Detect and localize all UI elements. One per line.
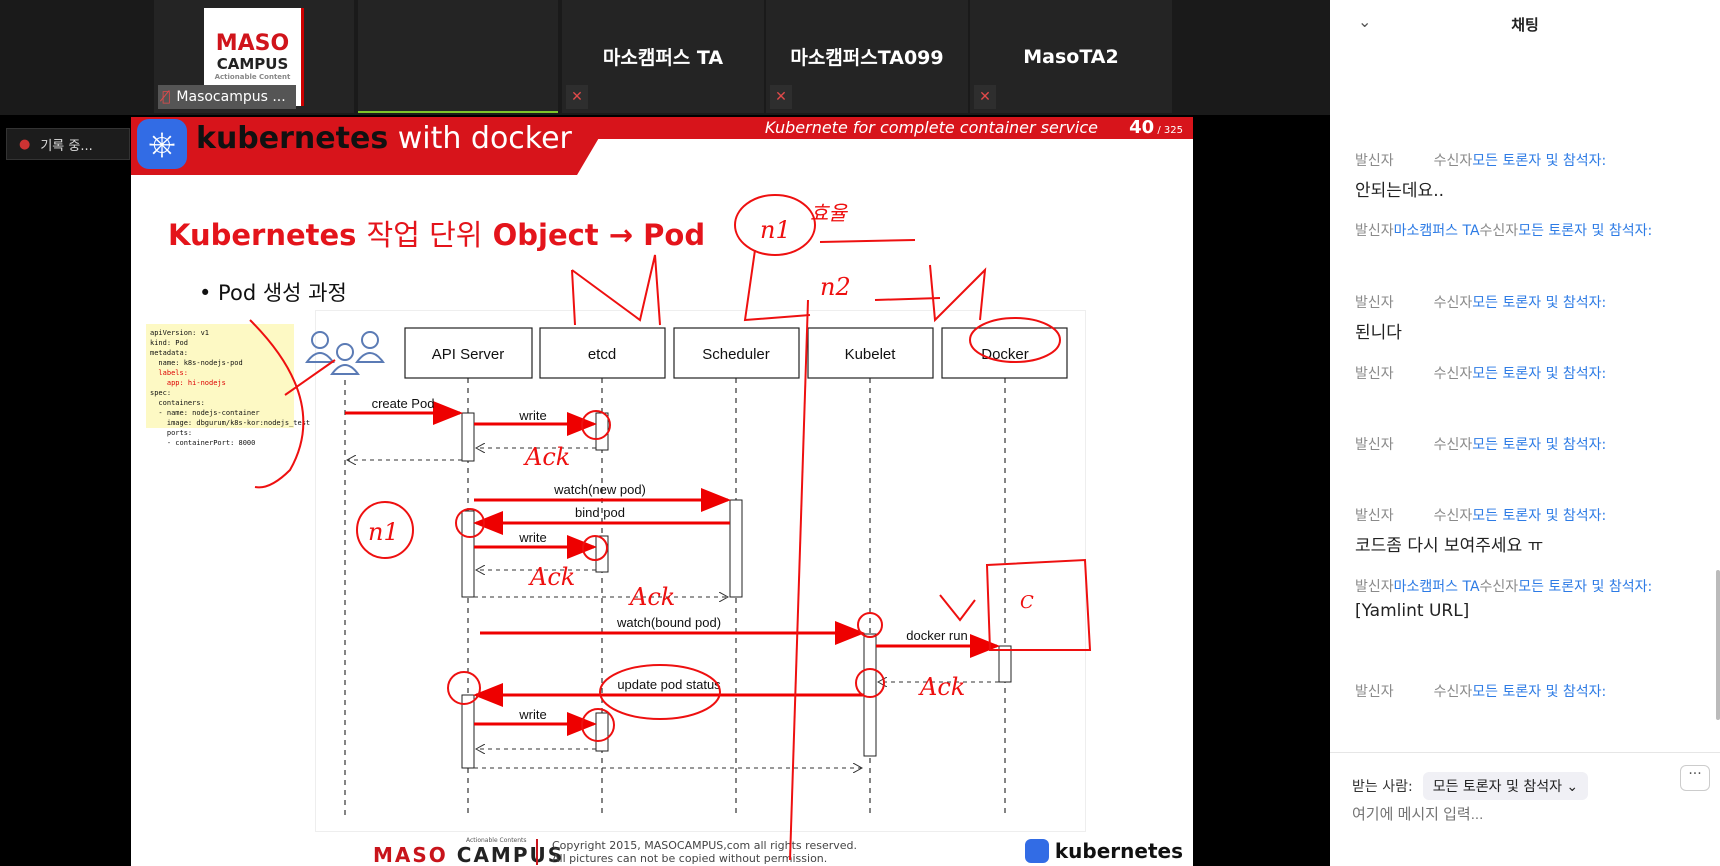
chevron-down-icon: ⌄	[1566, 779, 1579, 795]
svg-text:update pod status: update pod status	[617, 677, 721, 692]
divider	[1330, 752, 1720, 753]
svg-text:write: write	[518, 530, 546, 545]
svg-text:Ack: Ack	[528, 563, 575, 591]
message-labels: create Pod write watch(new pod) bind pod w…	[372, 396, 968, 722]
svg-text:Scheduler: Scheduler	[702, 346, 770, 363]
slide-footer: Actionable Contents MASO CAMPUS Copyrigh…	[373, 837, 1183, 866]
mic-muted-icon: ✕	[566, 85, 588, 109]
slide-title: Kubernetes 작업 단위 Object → Pod	[168, 218, 706, 252]
recording-indicator[interactable]: ●기록 중...	[6, 128, 130, 160]
chat-message: 코드좀 다시 보여주세요 ㅠ	[1355, 536, 1544, 556]
kubernetes-logo-icon: ⎈	[137, 119, 187, 169]
actor-api-server	[404, 327, 533, 379]
svg-text:Ack: Ack	[523, 443, 570, 471]
svg-text:watch(new pod): watch(new pod)	[553, 482, 646, 497]
activations	[461, 412, 1012, 769]
recipient-row: 받는 사람:모든 토론자 및 참석자 ⌄	[1352, 772, 1589, 800]
svg-text:bind pod: bind pod	[575, 505, 625, 520]
scrollbar[interactable]	[1716, 570, 1720, 720]
svg-text:n2: n2	[820, 273, 851, 301]
chat-meta: 발신자마소캠퍼스 TA수신자모든 토론자 및 참석자:	[1355, 223, 1653, 239]
bullet: • Pod 생성 과정	[199, 281, 347, 305]
chat-title: 채팅	[1511, 16, 1539, 34]
chat-message-input[interactable]	[1352, 806, 1692, 823]
svg-text:n1: n1	[760, 216, 791, 244]
svg-text:etcd: etcd	[588, 346, 616, 363]
chat-message: 안되는데요..	[1355, 181, 1445, 201]
more-options-button[interactable]: ···	[1680, 765, 1710, 791]
participant-tile[interactable]: 마소캠퍼스TA099✕	[766, 0, 968, 113]
svg-text:create Pod: create Pod	[372, 396, 435, 411]
svg-text:watch(bound pod): watch(bound pod)	[616, 615, 721, 630]
participant-tile[interactable]: 마소캠퍼스 TA✕	[562, 0, 764, 113]
svg-text:n1: n1	[368, 518, 399, 546]
svg-text:write: write	[518, 707, 546, 722]
svg-text:Docker: Docker	[981, 346, 1029, 363]
mic-muted-icon: ✕	[974, 85, 996, 109]
recording-icon: ●	[19, 136, 31, 152]
recipient-select[interactable]: 모든 토론자 및 참석자 ⌄	[1422, 772, 1589, 800]
actor-docker	[941, 327, 1068, 379]
svg-text:C: C	[1020, 592, 1034, 613]
participant-name: 🎙̸Masocampus ...	[158, 85, 296, 109]
chat-message[interactable]: [Yamlint URL]	[1355, 601, 1470, 621]
chat-meta: 발신자마소캠퍼스 TA수신자모든 토론자 및 참석자:	[1355, 579, 1653, 595]
svg-text:Ack: Ack	[628, 583, 675, 611]
return-arrows	[347, 448, 999, 768]
participant-tile[interactable]: MasoTA2✕	[970, 0, 1172, 113]
svg-text:Ack: Ack	[918, 673, 965, 701]
chevron-down-icon[interactable]: ⌄	[1358, 12, 1372, 31]
mic-muted-icon: 🎙̸	[162, 89, 171, 105]
svg-text:docker run: docker run	[906, 628, 967, 643]
actor-etcd	[539, 327, 666, 379]
svg-text:write: write	[518, 408, 546, 423]
kubernetes-icon	[1024, 839, 1049, 863]
svg-text:효율: 효율	[810, 201, 848, 225]
mic-muted-icon: ✕	[770, 85, 792, 109]
page-number: 40 / 325	[1129, 117, 1183, 138]
actor-kubelet	[807, 327, 934, 379]
message-arrows	[345, 401, 1000, 736]
chat-message: 된니다	[1355, 323, 1402, 343]
actor-users-icon	[305, 331, 385, 375]
svg-text:Kubelet: Kubelet	[845, 346, 897, 363]
handwritten-annotations	[249, 194, 1092, 861]
participant-tile-active[interactable]	[358, 0, 558, 113]
svg-text:API Server: API Server	[432, 346, 505, 363]
actor-scheduler	[673, 327, 800, 379]
